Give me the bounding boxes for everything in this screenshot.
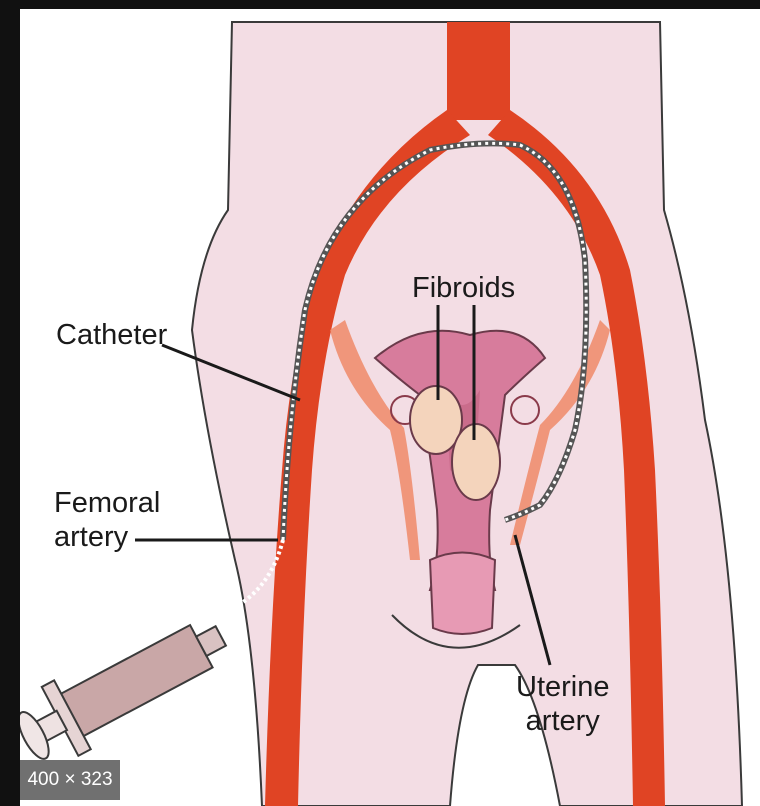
fibroids-label: Fibroids xyxy=(412,271,515,305)
catheter-label: Catheter xyxy=(56,318,167,352)
image-size-badge: 400 × 323 xyxy=(20,760,120,800)
femoral-label-line1: Femoral xyxy=(54,486,160,520)
uterine-label-line2: artery xyxy=(516,704,610,738)
uterine-label-line1: Uterine xyxy=(516,670,610,704)
femoral-label-line2: artery xyxy=(54,520,160,554)
femoral-artery-label: Femoral artery xyxy=(54,486,160,554)
uterine-artery-label: Uterine artery xyxy=(516,670,610,738)
aorta xyxy=(447,22,510,120)
frame-left-border xyxy=(0,0,20,806)
cervix xyxy=(430,553,495,635)
syringe-barrel xyxy=(58,625,213,738)
frame-top-border xyxy=(0,0,760,9)
syringe xyxy=(6,601,239,774)
fibroid-lower xyxy=(452,424,500,500)
